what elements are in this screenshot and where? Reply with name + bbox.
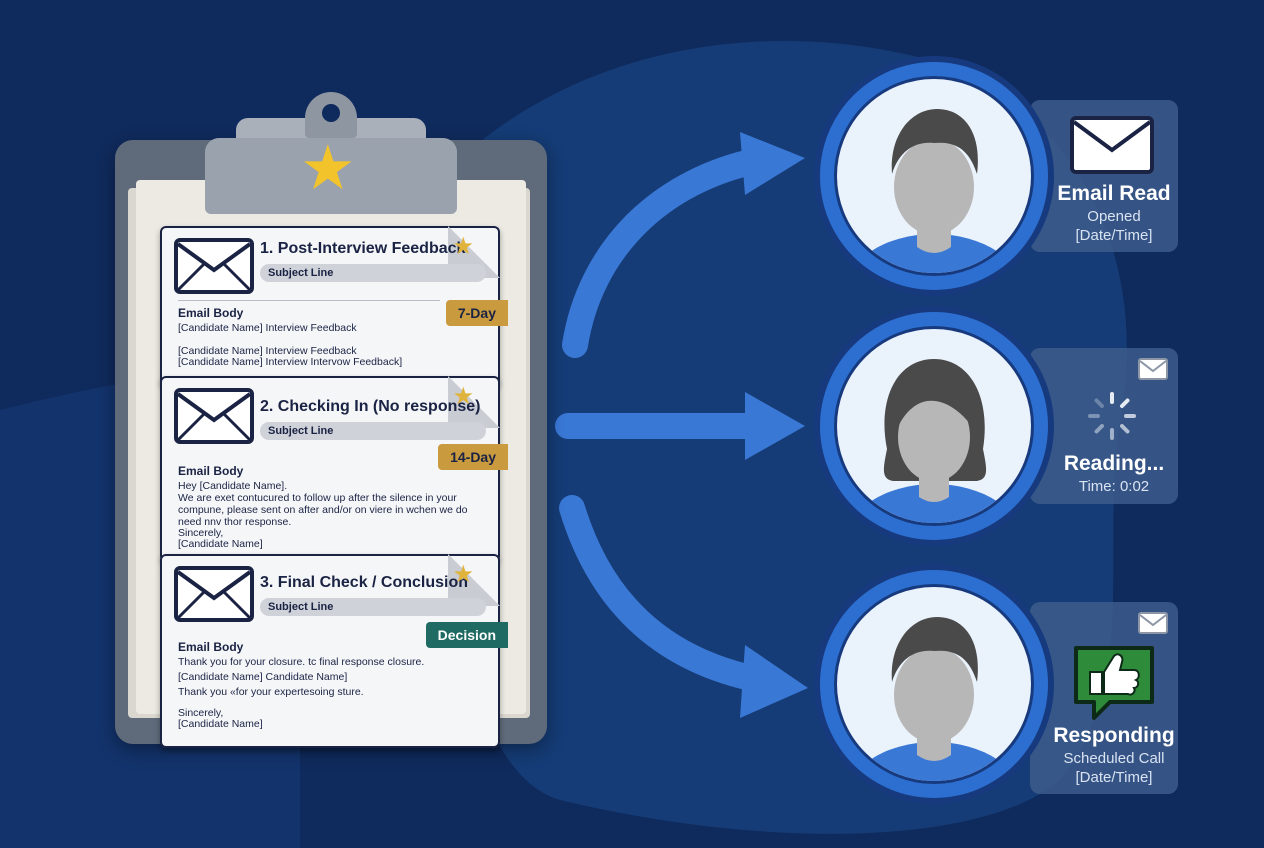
candidate-avatar-1 — [820, 62, 1048, 290]
subject-line[interactable]: Subject Line — [260, 598, 486, 616]
clip-hole — [322, 104, 340, 122]
star-icon: ★ — [452, 383, 474, 410]
arrow-to-email-read — [562, 147, 773, 358]
candidate-avatar-3 — [820, 570, 1048, 798]
envelope-icon — [1070, 116, 1154, 174]
body-line: Thank you «for your expertesoing sture. — [178, 686, 364, 698]
body-line: We are exet contucured to follow up afte… — [178, 492, 457, 504]
body-line: need nnv thor response. — [178, 516, 292, 528]
subject-line[interactable]: Subject Line — [260, 264, 486, 282]
envelope-icon — [174, 388, 254, 444]
arrow-head-top — [740, 132, 805, 195]
body-line: [Candidate Name] — [178, 718, 263, 730]
envelope-icon — [1138, 612, 1168, 634]
female-person-icon — [849, 359, 1019, 523]
body-line: [Candidate Name] Interview Feedback — [178, 345, 357, 357]
timing-tag: Decision — [425, 622, 508, 648]
envelope-icon — [1138, 358, 1168, 380]
body-line: [Candidate Name] Interview Feedback — [178, 322, 357, 334]
body-line: [Candidate Name] Interview Intervow Feed… — [178, 356, 403, 368]
star-icon: ★ — [452, 233, 474, 260]
email-card-1[interactable]: 1. Post-Interview Feedback ★ Subject Lin… — [160, 226, 508, 386]
timing-tag: 14-Day — [438, 444, 508, 470]
body-line: compune, please sent on after and/or on … — [178, 504, 468, 516]
timing-tag: 7-Day — [445, 300, 508, 326]
body-line: [Candidate Name] — [178, 538, 263, 550]
status-panel-responding: Responding Scheduled Call [Date/Time] — [1030, 602, 1178, 794]
status-detail: [Date/Time] — [1075, 227, 1153, 244]
body-heading: Email Body — [178, 464, 244, 478]
thumbs-up-icon — [1074, 646, 1154, 720]
status-title: Responding — [1053, 724, 1175, 747]
body-line: Sincerely, — [178, 527, 224, 539]
body-line: Thank you for your closure. tc final res… — [178, 656, 425, 668]
card-title: 1. Post-Interview Feedback — [260, 240, 466, 257]
status-panel-email-read: Email Read Opened [Date/Time] — [1030, 100, 1178, 252]
arrow-head-bottom — [740, 645, 808, 718]
status-detail: [Date/Time] — [1075, 769, 1153, 786]
status-detail: Time: 0:02 — [1078, 478, 1150, 495]
spinner-icon — [1088, 392, 1136, 440]
envelope-icon — [174, 238, 254, 294]
body-line: [Candidate Name] Candidate Name] — [178, 671, 348, 683]
male-person-icon — [849, 617, 1019, 781]
card-title: 2. Checking In (No response) — [260, 398, 481, 415]
card-title: 3. Final Check / Conclusion — [260, 574, 469, 591]
male-person-icon — [849, 109, 1019, 273]
envelope-icon — [174, 566, 254, 622]
body-line: Sincerely, — [178, 707, 224, 719]
body-heading: Email Body — [178, 306, 244, 320]
body-heading: Email Body — [178, 640, 244, 654]
status-title: Reading... — [1063, 452, 1165, 475]
divider — [178, 300, 440, 301]
page-fold — [448, 376, 500, 428]
status-detail: Opened — [1087, 208, 1141, 225]
star-icon: ★ — [452, 561, 474, 588]
arrow-head-middle — [745, 392, 805, 460]
email-card-3[interactable]: 3. Final Check / Conclusion ★ Subject Li… — [160, 554, 508, 748]
star-icon: ★ — [300, 134, 356, 203]
email-card-2[interactable]: 2. Checking In (No response) ★ Subject L… — [160, 376, 508, 562]
clipboard-clip — [205, 138, 457, 214]
status-title: Email Read — [1057, 182, 1171, 205]
status-panel-reading: Reading... Time: 0:02 — [1030, 348, 1178, 504]
subject-line[interactable]: Subject Line — [260, 422, 486, 440]
status-detail: Scheduled Call — [1063, 750, 1165, 767]
body-line: Hey [Candidate Name]. — [178, 480, 288, 492]
candidate-avatar-2 — [820, 312, 1048, 540]
arrow-to-responding — [559, 495, 773, 693]
